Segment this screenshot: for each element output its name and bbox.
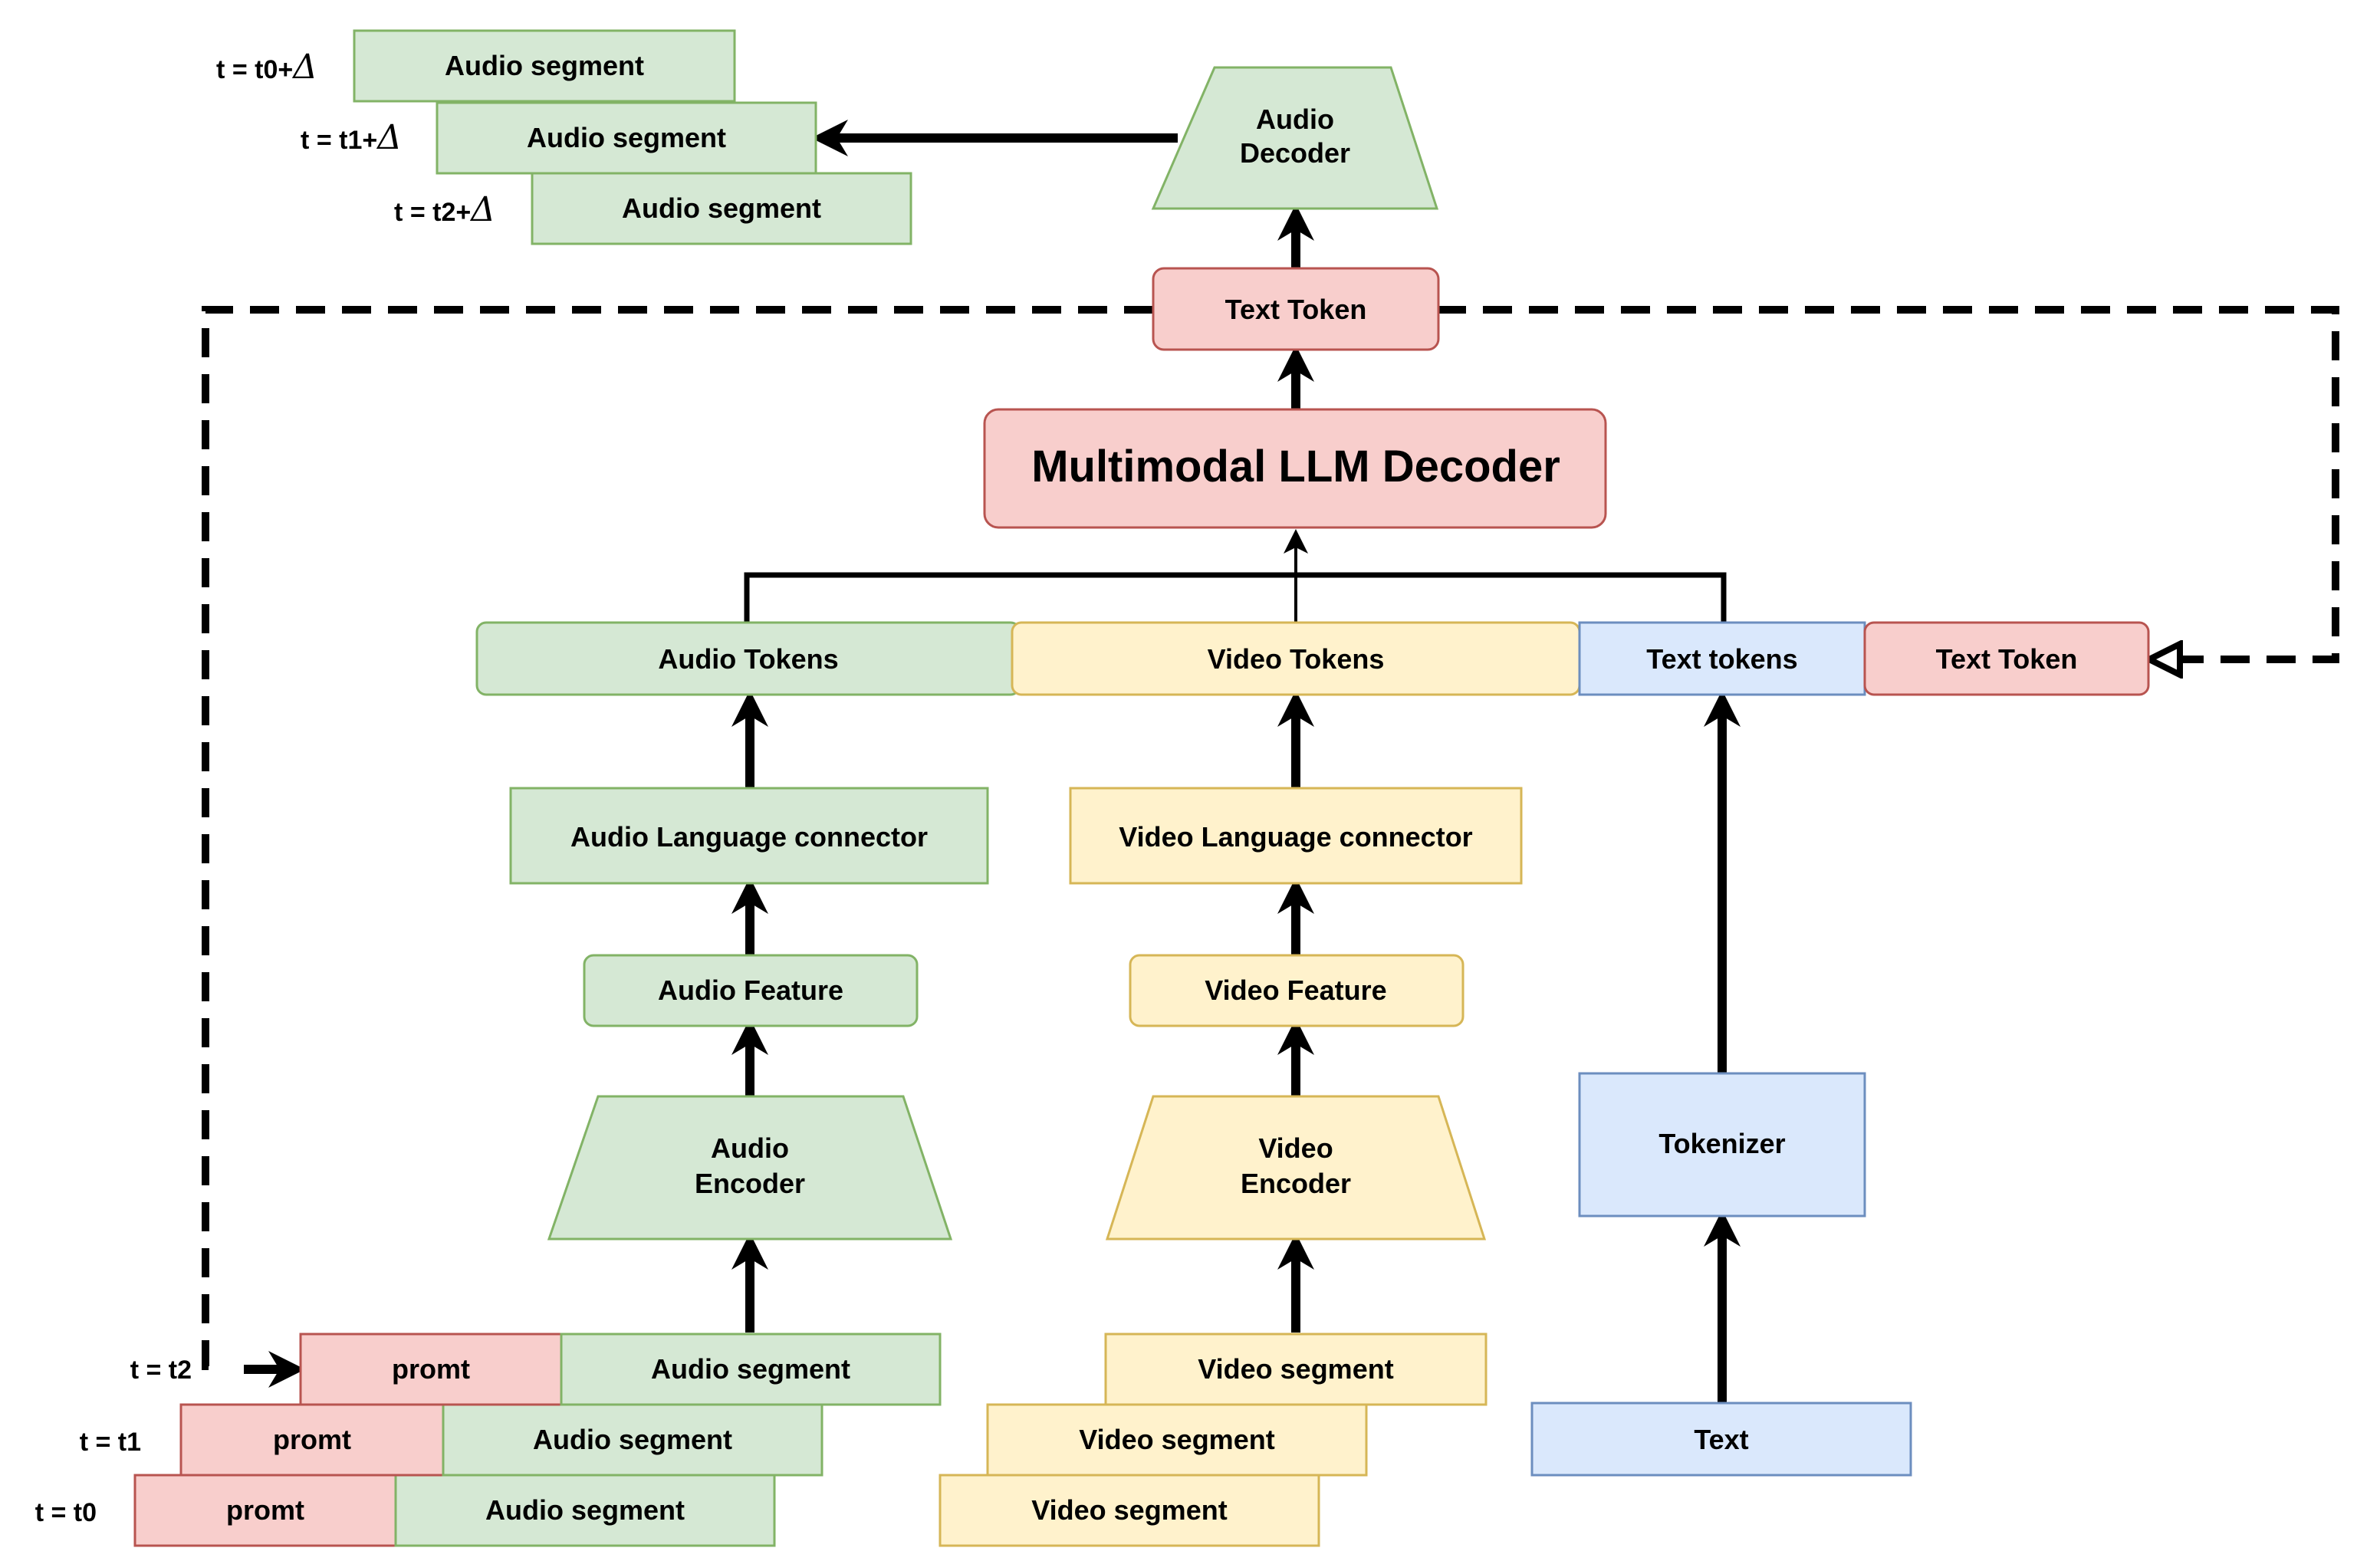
video-branch: Video Language connector Video Feature V… (1069, 787, 1523, 1241)
audio-tokens-label: Audio Tokens (658, 643, 838, 675)
text-input-label: Text (1694, 1424, 1748, 1455)
video-segment-label: Video segment (1031, 1494, 1227, 1526)
output-audio-segment-label: Audio segment (445, 50, 644, 81)
audio-segment-label: Audio segment (485, 1494, 685, 1526)
prompt-box (299, 1333, 563, 1406)
video-language-connector (1069, 787, 1523, 885)
llm-decoder-label: Multimodal LLM Decoder (1031, 442, 1560, 491)
audio-language-connector-label: Audio Language connector (570, 821, 928, 853)
text-branch: Tokenizer Text (1530, 1072, 1912, 1477)
output-text-token-label: Text Token (1225, 294, 1367, 325)
audio-branch: Audio Language connector Audio Feature A… (509, 787, 989, 1241)
video-encoder-label: Video (1258, 1132, 1333, 1164)
output-text-token: Text Token (1152, 267, 1440, 351)
output-audio-segment (531, 172, 912, 245)
audio-encoder-label: Audio (711, 1132, 789, 1164)
prompt-box (179, 1403, 445, 1477)
input-time-label: t = t1 (80, 1428, 141, 1457)
output-time-label: t = t1+Δ (301, 118, 402, 157)
audio-feature (583, 954, 919, 1027)
video-feature-label: Video Feature (1205, 974, 1386, 1006)
audio-segment-label: Audio segment (533, 1424, 732, 1455)
video-segment (939, 1474, 1320, 1547)
audio-encoder (547, 1095, 953, 1241)
text-tokens-label: Text tokens (1646, 643, 1797, 675)
prompt-label: promt (226, 1494, 304, 1526)
tokenizer-label: Tokenizer (1658, 1128, 1785, 1159)
video-language-connector-label: Video Language connector (1119, 821, 1472, 853)
arrows (244, 120, 1741, 1403)
audio-segment (394, 1474, 776, 1547)
audio-input-rows: promt Audio segment t = t0 promt Audio s… (35, 1333, 942, 1547)
audio-language-connector (509, 787, 989, 885)
feedback-loop (202, 306, 2339, 1370)
text-input (1530, 1402, 1912, 1477)
video-input-segments: Video segment Video segment Video segmen… (939, 1333, 1488, 1547)
video-segment (986, 1403, 1368, 1477)
output-time-label: t = t0+Δ (216, 48, 317, 87)
audio-segment (560, 1333, 942, 1406)
audio-decoder-label: Decoder (1240, 137, 1350, 169)
feedback-text-token (1863, 621, 2150, 696)
video-encoder (1105, 1095, 1487, 1241)
audio-feature-label: Audio Feature (658, 974, 843, 1006)
output-audio-segment (436, 101, 817, 175)
video-encoder-label: Encoder (1241, 1168, 1351, 1199)
tokenizer (1578, 1072, 1866, 1218)
output-audio-segment (353, 29, 736, 103)
audio-segment-label: Audio segment (651, 1353, 850, 1385)
audio-segment (442, 1403, 823, 1477)
audio-encoder-label: Encoder (695, 1168, 805, 1199)
video-segment-label: Video segment (1198, 1353, 1393, 1385)
feedback-text-token-label: Text Token (1936, 643, 2078, 675)
input-time-label: t = t0 (35, 1498, 97, 1527)
output-audio-segments: Audio segment Audio segment Audio segmen… (216, 29, 912, 245)
prompt-label: promt (273, 1424, 351, 1455)
output-audio-segment-label: Audio segment (527, 122, 726, 153)
input-time-label: t = t2 (130, 1356, 192, 1385)
output-audio-segment-label: Audio segment (622, 192, 821, 224)
output-time-label: t = t2+Δ (394, 190, 495, 229)
prompt-label: promt (392, 1353, 470, 1385)
video-feature (1129, 954, 1464, 1027)
audio-decoder: Audio Decoder (1151, 66, 1439, 210)
video-tokens-label: Video Tokens (1208, 643, 1385, 675)
llm-decoder: Multimodal LLM Decoder (983, 408, 1607, 529)
video-segment-label: Video segment (1079, 1424, 1274, 1455)
video-segment (1104, 1333, 1488, 1406)
audio-decoder-label: Audio (1256, 104, 1334, 135)
token-row: Audio Tokens Video Tokens Text tokens Te… (475, 621, 2150, 696)
